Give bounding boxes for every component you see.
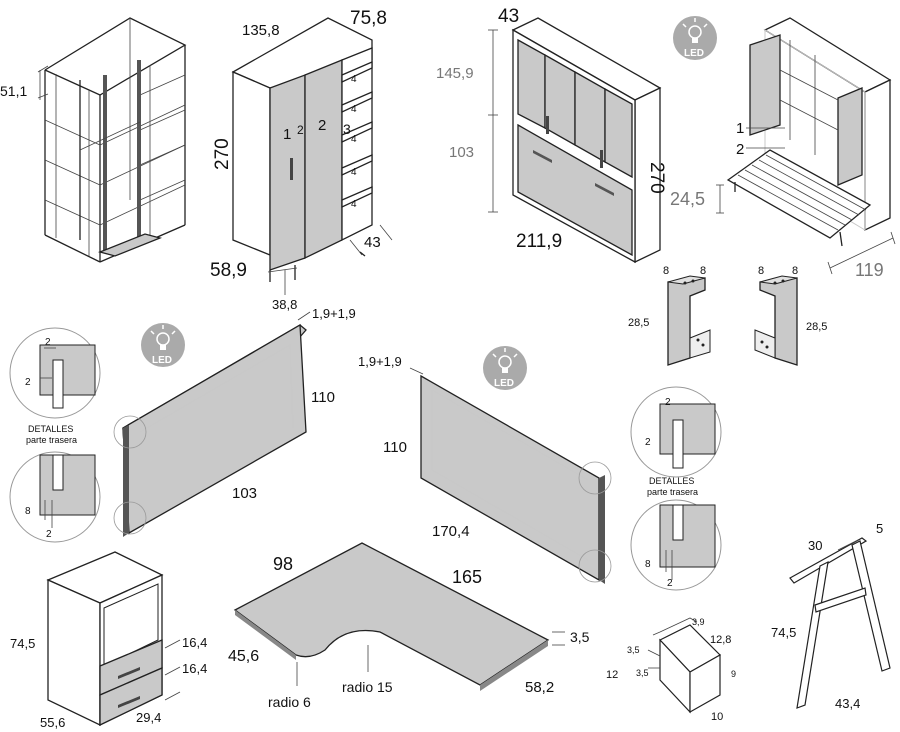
dim-bed-depth: 119	[855, 260, 884, 280]
shelf-mark-3: 4	[351, 134, 357, 145]
detail-left-a: 2	[45, 337, 51, 348]
dim-wall-bed-depth: 43	[498, 6, 519, 27]
shelf-mark-5: 4	[351, 199, 357, 210]
led-badge-left: LED	[141, 323, 185, 367]
led-label-top: LED	[684, 48, 704, 59]
dim-wardrobe-width: 135,8	[242, 22, 280, 39]
dim-bed-leg: 24,5	[670, 189, 705, 209]
corner-desk: 98 165 45,6 3,5 58,2 radio 6 radio 15	[228, 542, 590, 710]
dim-bracket-left-w1: 8	[663, 265, 669, 277]
dim-box-f: 9	[731, 669, 736, 679]
corner-wardrobe: 1 2 2 3 4 4 4 4 4 135,8 75,8 270 58,9 38…	[210, 8, 393, 312]
headboard-large: 1,9+1,9 110 170,4	[358, 354, 612, 584]
bracket-right: 8 8 28,5	[754, 265, 827, 366]
dim-bracket-right-w1: 8	[758, 265, 764, 277]
dim-trestle-edge: 5	[876, 521, 883, 536]
led-badge-top: LED	[673, 16, 717, 60]
dim-desk-radius-15: radio 15	[342, 679, 393, 695]
detail-right-caption2: parte trasera	[647, 487, 698, 497]
detail-right: 2 2 DETALLES parte trasera 8 2	[630, 386, 722, 591]
detail-right-b: 2	[645, 437, 651, 448]
dim-wall-bed-height: 270	[646, 162, 667, 194]
dim-headboard-small-height: 110	[311, 389, 335, 406]
detail-right-caption1: DETALLES	[649, 476, 694, 486]
nightstand: 74,5 16,4 16,4 55,6 29,4	[10, 551, 207, 730]
dim-wardrobe-side: 75,8	[350, 8, 387, 29]
dim-desk-left: 45,6	[228, 648, 259, 665]
dim-wardrobe-shelf-depth: 43	[364, 234, 381, 251]
detail-left-c: 8	[25, 506, 31, 517]
trestle-leg: 30 5 74,5 43,4	[771, 521, 891, 711]
dim-bracket-right-h: 28,5	[806, 321, 827, 333]
dim-trestle-height: 74,5	[771, 625, 796, 640]
dim-desk-depth: 98	[273, 554, 293, 574]
dim-bracket-right-w2: 8	[792, 265, 798, 277]
shelf-mark-4: 4	[351, 167, 357, 178]
dim-headboard-small-thickness: 1,9+1,9	[312, 306, 356, 321]
detail-right-d: 2	[667, 578, 673, 589]
dim-wall-bed-upper: 145,9	[436, 65, 474, 82]
dim-trestle-top: 30	[808, 538, 822, 553]
dim-desk-right: 58,2	[525, 679, 554, 696]
led-label-middle: LED	[494, 378, 514, 389]
dim-wall-bed-lower: 103	[449, 144, 474, 161]
shelf-mark-2: 4	[351, 104, 357, 115]
detail-left-caption1: DETALLES	[28, 424, 73, 434]
dim-nightstand-drawer1: 16,4	[182, 635, 207, 650]
dim-nightstand-depth: 55,6	[40, 715, 65, 730]
label-door-2b: 2	[318, 117, 326, 134]
dim-wall-bed-width: 211,9	[516, 231, 562, 252]
dim-desk-thickness: 3,5	[570, 629, 590, 645]
dim-box-e: 3,5	[636, 668, 649, 678]
dim-bracket-left-w2: 8	[700, 265, 706, 277]
dim-wardrobe-front-depth: 58,9	[210, 260, 247, 281]
wall-bed-closed: 43 145,9 103 270 211,9	[436, 6, 667, 264]
dim-box-g: 10	[711, 711, 723, 723]
dim-headboard-large-width: 170,4	[432, 523, 470, 540]
label-door-2a: 2	[297, 123, 304, 137]
detail-left-caption2: parte trasera	[26, 435, 77, 445]
glass-cabinet: 51,1	[0, 17, 187, 263]
dim-glass-cabinet-depth: 51,1	[0, 83, 27, 99]
dim-headboard-small-width: 103	[232, 485, 257, 502]
led-label-left: LED	[152, 355, 172, 366]
label-door-3: 3	[343, 121, 351, 137]
led-badge-middle: LED	[483, 346, 527, 390]
dim-wardrobe-inner: 38,8	[272, 297, 297, 312]
wardrobe-shelves	[341, 61, 373, 209]
headboard-small: 1,9+1,9 110 103	[113, 306, 356, 537]
dim-trestle-width: 43,4	[835, 696, 860, 711]
dim-wardrobe-height: 270	[212, 138, 233, 170]
dim-headboard-large-height: 110	[383, 439, 407, 456]
dim-headboard-large-thickness: 1,9+1,9	[358, 354, 402, 369]
dim-desk-length: 165	[452, 567, 482, 587]
detail-left-b: 2	[25, 377, 31, 388]
shelf-mark-1: 4	[351, 74, 357, 85]
detail-right-c: 8	[645, 559, 651, 570]
dim-box-a: 3,9	[692, 617, 705, 627]
bed-slats	[737, 154, 867, 231]
dim-bracket-left-h: 28,5	[628, 317, 649, 329]
dim-nightstand-height: 74,5	[10, 636, 35, 651]
label-bed-mark-1: 1	[736, 120, 744, 137]
bracket-left: 8 8 28,5	[628, 265, 711, 366]
dim-nightstand-width: 29,4	[136, 710, 161, 725]
dim-box-b: 12,8	[710, 634, 731, 646]
dim-box-c: 3,5	[627, 645, 640, 655]
dim-box-d: 12	[606, 669, 618, 681]
label-door-1: 1	[283, 126, 291, 143]
wall-bed-open: 1 2 24,5 119	[670, 17, 896, 280]
storage-box: 3,9 12,8 3,5 12 3,5 9 10	[606, 617, 736, 723]
detail-left: 2 2 DETALLES parte trasera 8 2	[9, 327, 101, 543]
dim-nightstand-drawer2: 16,4	[182, 661, 207, 676]
detail-left-d: 2	[46, 529, 52, 540]
dim-desk-radius-6: radio 6	[268, 694, 311, 710]
label-bed-mark-2: 2	[736, 141, 744, 158]
detail-right-a: 2	[665, 397, 671, 408]
